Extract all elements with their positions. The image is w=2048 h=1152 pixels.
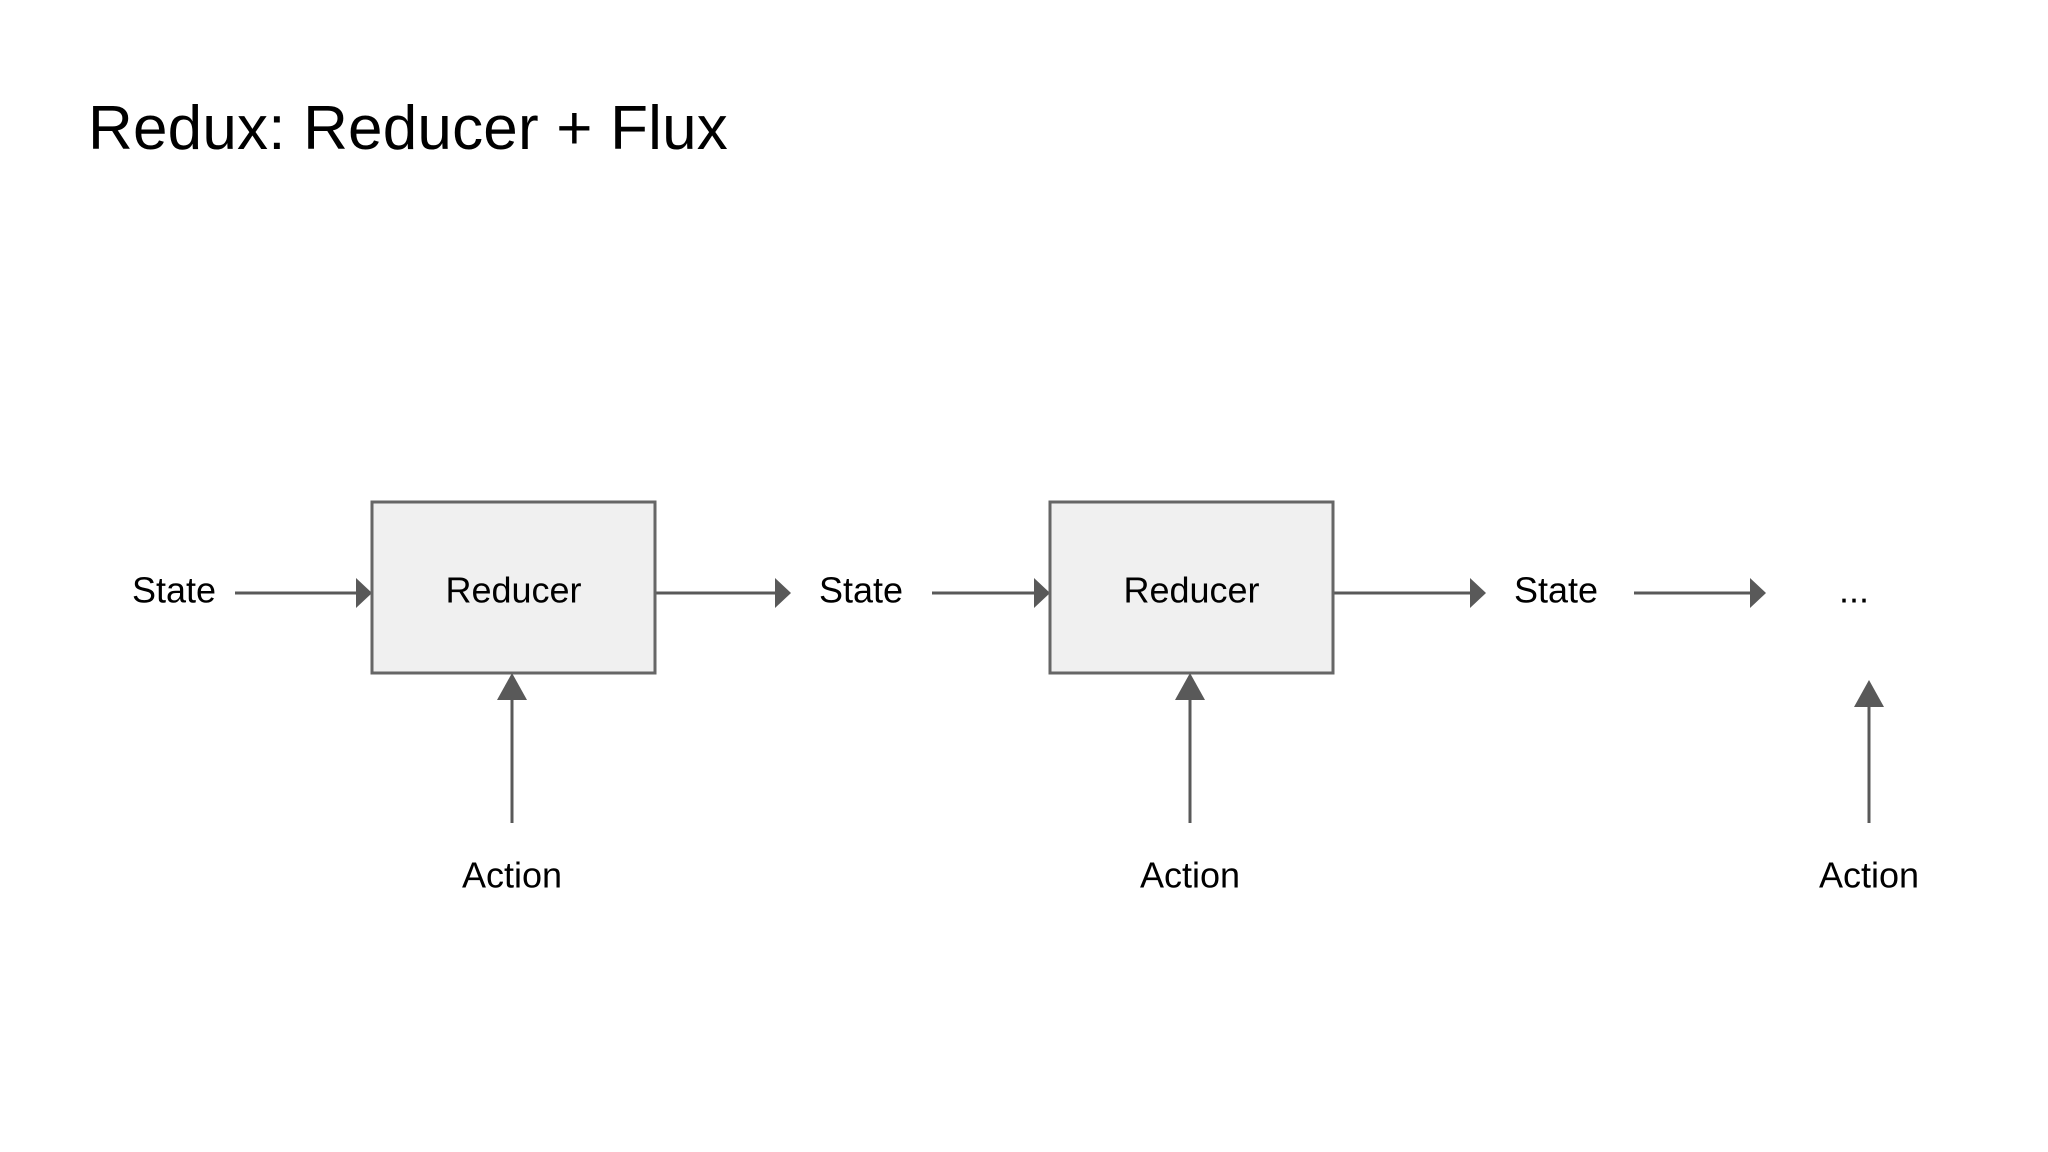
action-label-3: Action xyxy=(1819,855,1919,896)
edge-reducer1-state2 xyxy=(655,578,791,608)
state-label-2: State xyxy=(819,570,903,611)
edge-action2-reducer2 xyxy=(1175,673,1205,823)
reducer-box-2[interactable]: Reducer xyxy=(1048,500,1335,675)
state-label-1: State xyxy=(132,570,216,611)
action-label-1: Action xyxy=(462,855,562,896)
reducer-box-1[interactable]: Reducer xyxy=(370,500,657,675)
page-title: Redux: Reducer + Flux xyxy=(88,94,729,163)
action-label-2: Action xyxy=(1140,855,1240,896)
edge-state3-ellipsis xyxy=(1634,578,1766,608)
reducer-box-1-label: Reducer xyxy=(445,570,581,611)
edge-action1-reducer1 xyxy=(497,673,527,823)
edge-state1-reducer1 xyxy=(235,578,372,608)
reducer-box-2-label: Reducer xyxy=(1123,570,1259,611)
edge-reducer2-state3 xyxy=(1333,578,1486,608)
state-label-3: State xyxy=(1514,570,1598,611)
edge-state2-reducer2 xyxy=(932,578,1050,608)
ellipsis-label: ... xyxy=(1839,570,1869,611)
edge-action3-ellipsis xyxy=(1854,680,1884,823)
